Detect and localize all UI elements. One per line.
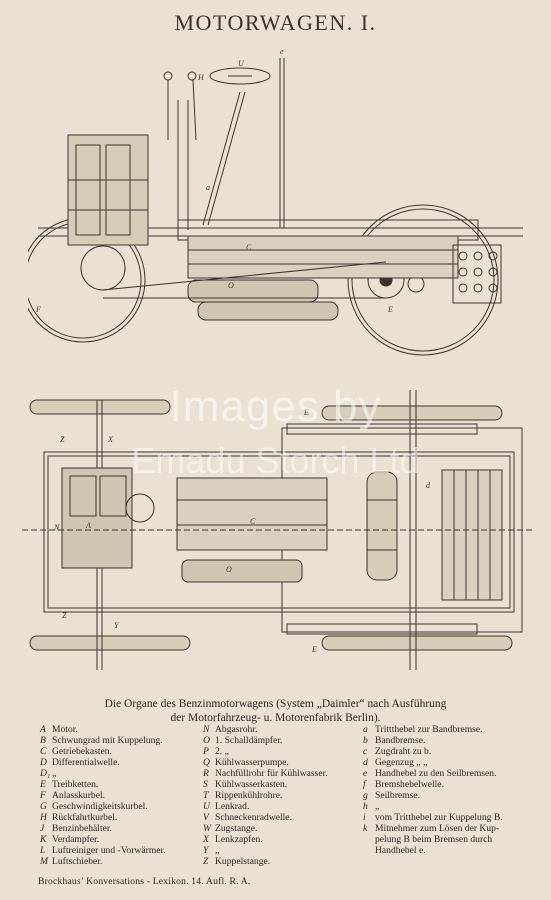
svg-text:A: A <box>85 521 91 530</box>
legend-entry: h„ <box>363 801 380 812</box>
svg-text:C: C <box>246 243 252 252</box>
svg-text:C: C <box>250 517 256 526</box>
plan-view-drawing: Z X Z Y C O E Ed N A <box>22 380 532 680</box>
figure-caption: Die Organe des Benzinmotorwagens (System… <box>0 697 551 725</box>
svg-text:E: E <box>303 408 309 417</box>
svg-text:X: X <box>107 435 114 444</box>
svg-text:Y: Y <box>114 621 120 630</box>
watermark-line-2: Emadu Storch Ltd <box>131 440 420 481</box>
legend-entry: Handhebel e. <box>375 845 426 856</box>
side-elevation-drawing: eU H C F E aO <box>28 47 528 360</box>
svg-text:E: E <box>311 645 317 654</box>
svg-text:O: O <box>228 281 234 290</box>
svg-text:E: E <box>387 305 393 314</box>
svg-text:a: a <box>206 183 210 192</box>
legend-entry: Y„ <box>203 845 220 856</box>
caption-line-1: Die Organe des Benzinmotorwagens (System… <box>104 698 447 710</box>
publisher-footer: Brockhaus’ Konversations - Lexikon. 14. … <box>38 876 251 887</box>
plate-title: MOTORWAGEN. I. <box>174 10 377 35</box>
svg-text:e: e <box>280 47 284 56</box>
svg-text:Z: Z <box>62 611 67 620</box>
legend-entry: pelung B beim Bremsen durch <box>375 834 493 845</box>
svg-text:Z: Z <box>60 435 65 444</box>
svg-text:O: O <box>226 565 232 574</box>
svg-text:U: U <box>238 59 245 68</box>
svg-text:N: N <box>53 523 60 532</box>
svg-text:H: H <box>197 73 205 82</box>
svg-text:F: F <box>35 305 41 314</box>
watermark-line-1: Images by <box>169 382 382 431</box>
svg-text:d: d <box>426 481 431 490</box>
caption-line-2: der Motorfahrzeug- u. Motorenfabrik Berl… <box>170 712 381 724</box>
legend-entry: D₁„ <box>40 768 57 779</box>
